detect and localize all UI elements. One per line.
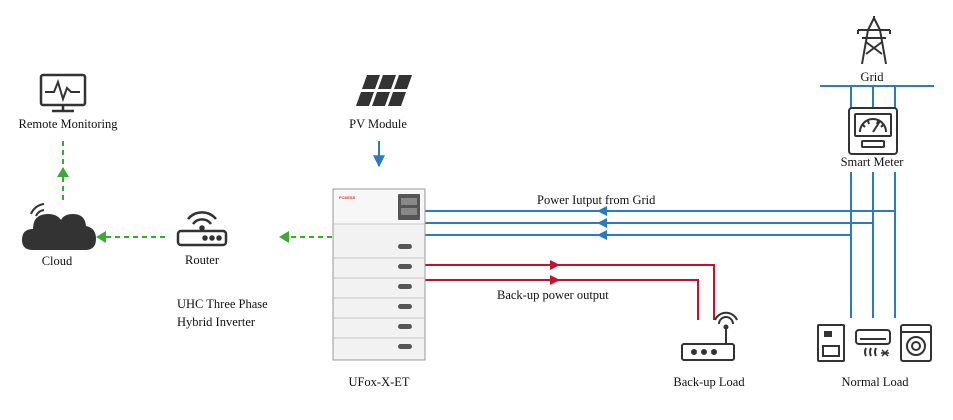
backup-arrows (550, 260, 560, 285)
inverter-stack (332, 188, 426, 361)
backup-router-icon (681, 311, 738, 361)
grid-lines (373, 85, 934, 318)
backup-lines (424, 264, 715, 320)
grid-label: Grid (860, 70, 884, 84)
grid-arrows (597, 206, 607, 240)
backup-output-label: Back-up power output (497, 288, 609, 302)
smart-meter-label: Smart Meter (840, 155, 904, 169)
backup-load-label: Back-up Load (673, 375, 745, 389)
air-conditioner-icon (855, 329, 891, 357)
washing-machine-icon (900, 324, 932, 362)
inverter-model-label: UFox-X-ET (348, 375, 410, 389)
data-links (62, 140, 332, 238)
remote-monitoring-label: Remote Monitoring (18, 117, 118, 131)
transmission-tower-icon (857, 15, 891, 65)
normal-load-label: Normal Load (841, 375, 909, 389)
router-icon (176, 211, 228, 247)
monitor-icon (39, 73, 87, 113)
electric-box-icon (817, 324, 845, 362)
solar-panel-icon (356, 75, 412, 106)
cloud-label: Cloud (41, 254, 73, 268)
brand-mark: FOXESS (339, 195, 356, 200)
smart-meter-icon (848, 107, 898, 155)
grid-power-label: Power Iutput from Grid (537, 193, 656, 207)
inverter-name-line2: Hybrid Inverter (177, 315, 256, 329)
inverter-name-line1: UHC Three Phase (177, 297, 268, 311)
pv-module-label: PV Module (349, 117, 407, 131)
router-label: Router (184, 253, 220, 267)
cloud-wifi-icon (22, 203, 96, 250)
data-arrows (57, 167, 289, 243)
